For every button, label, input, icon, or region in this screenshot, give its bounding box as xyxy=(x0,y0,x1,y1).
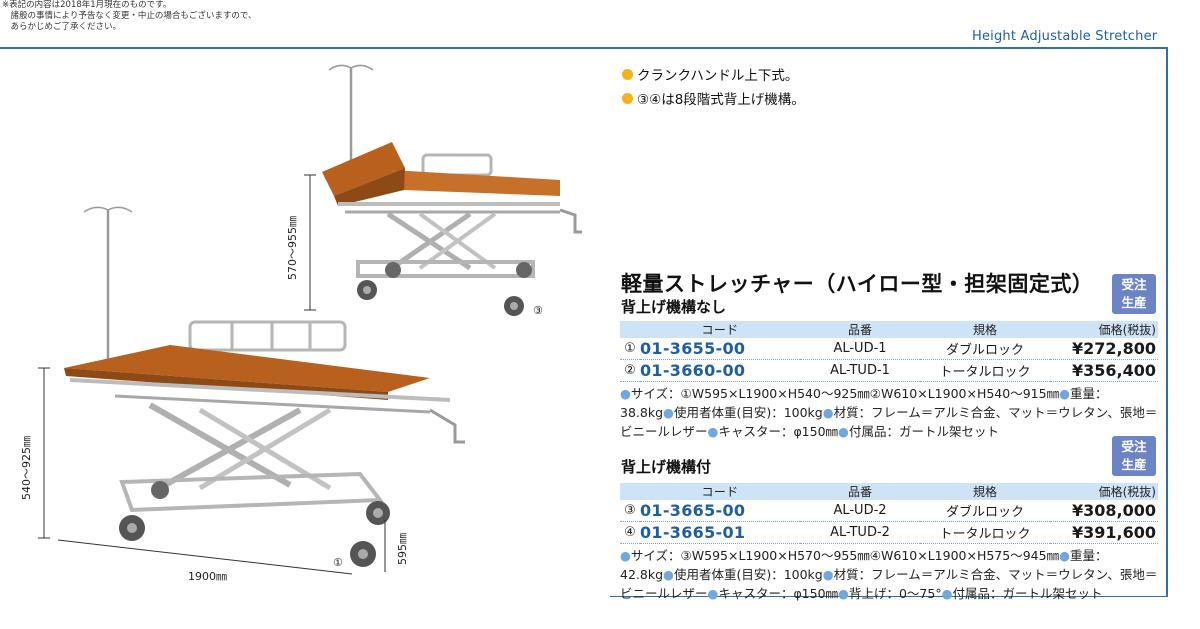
side-divider xyxy=(1166,47,1168,597)
bottom-divider xyxy=(610,596,1168,597)
bullet-icon: ● xyxy=(620,548,631,563)
col-code: コード xyxy=(640,483,800,500)
col-part: 品番 xyxy=(800,321,920,338)
part-number: AL-TUD-1 xyxy=(800,359,920,382)
table-row: ③ 01-3665-00 AL-UD-2 ダブルロック ¥308,000 xyxy=(620,500,1158,522)
price-table-2: コード 品番 規格 価格(税抜) ③ 01-3665-00 AL-UD-2 ダブ… xyxy=(620,483,1158,544)
section2-subtitle: 背上げ機構付 xyxy=(621,458,712,476)
dim-height-upper: 570～955㎜ xyxy=(286,216,299,280)
feature-item-2: ③④は8段階式背上げ機構。 xyxy=(622,88,805,108)
dim-length: 1900㎜ xyxy=(188,570,227,583)
made-to-order-badge: 受注 生産 xyxy=(1112,436,1156,476)
notice: ※表記の内容は2018年1月現在のものです。 諸般の事情により予告なく変更・中止… xyxy=(2,0,257,33)
notice-line-2: 諸般の事情により予告なく変更・中止の場合もございますので、 xyxy=(2,11,257,21)
price-table-1: コード 品番 規格 価格(税抜) ① 01-3655-00 AL-UD-1 ダブ… xyxy=(620,321,1158,382)
col-price: 価格(税抜) xyxy=(1050,483,1158,500)
price: ¥356,400 xyxy=(1050,359,1158,382)
marker-upper: ③ xyxy=(533,304,543,317)
bullet-icon: ● xyxy=(663,567,674,582)
badge-line: 受注 xyxy=(1121,277,1147,292)
table-row: ② 01-3660-00 AL-TUD-1 トータルロック ¥356,400 xyxy=(620,359,1158,382)
bullet-icon: ● xyxy=(1059,386,1070,401)
spec: ダブルロック xyxy=(920,500,1050,522)
col-spec: 規格 xyxy=(920,321,1050,338)
page-header-title: Height Adjustable Stretcher xyxy=(972,29,1158,44)
bullet-icon: ● xyxy=(663,405,674,420)
row-number: ③ xyxy=(620,500,640,522)
product-code: 01-3660-00 xyxy=(640,359,800,382)
price: ¥308,000 xyxy=(1050,500,1158,522)
header-divider xyxy=(0,47,1168,49)
bullet-icon: ● xyxy=(822,405,834,420)
section1-subtitle: 背上げ機構なし xyxy=(621,298,727,316)
feature-text: クランクハンドル上下式。 xyxy=(637,68,799,84)
dim-height-lower: 540～925㎜ xyxy=(20,436,33,500)
price: ¥272,800 xyxy=(1050,338,1158,360)
notice-line-3: あらかじめご了承ください。 xyxy=(2,22,122,32)
bullet-icon: ● xyxy=(941,586,953,601)
bullet-icon xyxy=(622,92,633,104)
bullet-icon: ● xyxy=(707,424,719,439)
made-to-order-badge: 受注 生産 xyxy=(1112,274,1156,314)
bullet-icon: ● xyxy=(620,386,631,401)
col-price: 価格(税抜) xyxy=(1050,321,1158,338)
table-row: ④ 01-3665-01 AL-TUD-2 トータルロック ¥391,600 xyxy=(620,521,1158,544)
col-spec: 規格 xyxy=(920,483,1050,500)
bullet-icon: ● xyxy=(838,586,849,601)
stretcher-image-lower: ① 540～925㎜ 1900㎜ 595㎜ xyxy=(20,206,465,583)
badge-line: 受注 xyxy=(1121,439,1147,454)
spec: トータルロック xyxy=(920,521,1050,544)
table-header-row: コード 品番 規格 価格(税抜) xyxy=(620,483,1158,500)
feature-item-1: クランクハンドル上下式。 xyxy=(622,64,798,84)
row-number: ④ xyxy=(620,521,640,544)
product-code: 01-3655-00 xyxy=(640,338,800,360)
bullet-icon: ● xyxy=(822,567,834,582)
part-number: AL-UD-1 xyxy=(800,338,920,360)
product-code: 01-3665-00 xyxy=(640,500,800,522)
badge-line: 生産 xyxy=(1121,457,1147,472)
badge-line: 生産 xyxy=(1121,295,1147,310)
row-number: ② xyxy=(620,359,640,382)
marker-lower: ① xyxy=(333,556,343,569)
col-part: 品番 xyxy=(800,483,920,500)
stretcher-illustrations: ③ 570～955㎜ ① xyxy=(20,64,582,583)
product-code: 01-3665-01 xyxy=(640,521,800,544)
stretcher-image-upper: ③ 570～955㎜ xyxy=(286,64,582,317)
feature-text: ③④は8段階式背上げ機構。 xyxy=(637,92,805,108)
product-title: 軽量ストレッチャー（ハイロー型・担架固定式） xyxy=(621,272,1094,296)
section1-description: ●サイズ：①W595×L1900×H540～925㎜②W610×L1900×H5… xyxy=(620,386,1158,439)
spec: ダブルロック xyxy=(920,338,1050,360)
bullet-icon: ● xyxy=(707,586,719,601)
spec: トータルロック xyxy=(920,359,1050,382)
row-number: ① xyxy=(620,338,640,360)
part-number: AL-UD-2 xyxy=(800,500,920,522)
price: ¥391,600 xyxy=(1050,521,1158,544)
bullet-icon xyxy=(622,68,633,80)
table-header-row: コード 品番 規格 価格(税抜) xyxy=(620,321,1158,338)
bullet-icon: ● xyxy=(838,424,849,439)
notice-line-1: ※表記の内容は2018年1月現在のものです。 xyxy=(2,0,172,10)
section2-description: ●サイズ：③W595×L1900×H570～955㎜④W610×L1900×H5… xyxy=(620,548,1158,601)
dim-width: 595㎜ xyxy=(396,533,409,565)
table-row: ① 01-3655-00 AL-UD-1 ダブルロック ¥272,800 xyxy=(620,338,1158,360)
bullet-icon: ● xyxy=(1059,548,1070,563)
col-code: コード xyxy=(640,321,800,338)
part-number: AL-TUD-2 xyxy=(800,521,920,544)
